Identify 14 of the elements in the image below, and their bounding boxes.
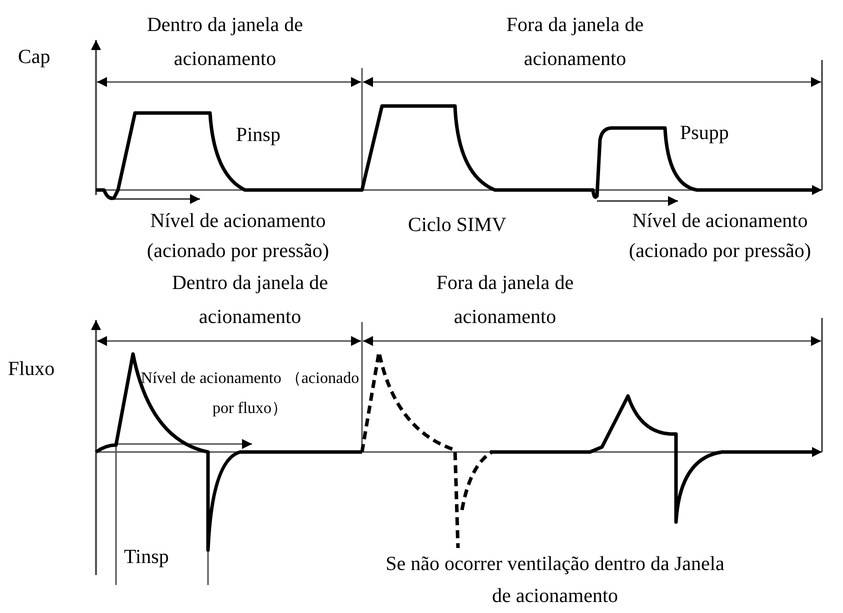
curve-label: Pinsp [236, 123, 282, 148]
trigger-label: Nível de acionamento （acionado por fluxo） [140, 369, 360, 419]
curve-label: Psupp [680, 121, 730, 146]
window-label: Dentro da janela de acionamento [146, 13, 304, 72]
cycle-label: Ciclo SIMV [408, 213, 508, 238]
window-label: Fora da janela de acionamento [505, 13, 645, 72]
note-text: Se não ocorrer ventilação dentro da Janela de acionamento [384, 552, 726, 609]
trigger-label: Nível de acionamento (acionado por pressão) [146, 209, 330, 264]
window-label: Fora da janela de acionamento [435, 271, 575, 330]
window-label: Dentro da janela de acionamento [170, 271, 330, 330]
axis-label: Fluxo [8, 357, 56, 382]
axis-label: Cap [18, 45, 52, 70]
trigger-label: Nível de acionamento (acionado por pressão) [628, 209, 812, 264]
time-label: Tinsp [124, 545, 170, 570]
